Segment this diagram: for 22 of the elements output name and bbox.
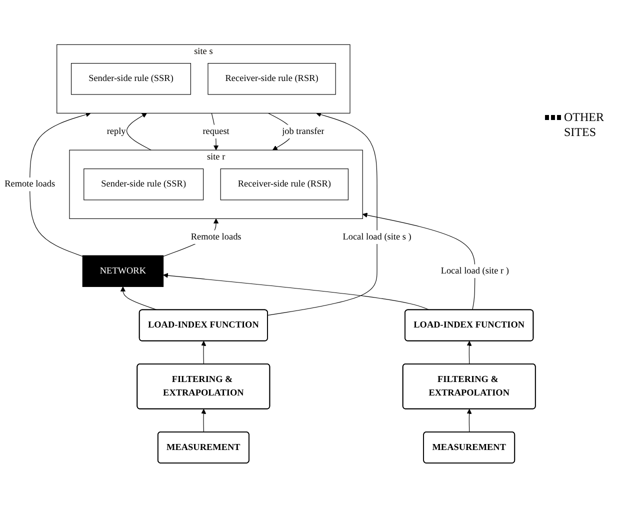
arrow: [201, 341, 206, 365]
edge-label: Remote loads: [190, 232, 242, 242]
edge-label: job transfer: [282, 126, 324, 136]
edge-label: Local load (site s ): [342, 232, 412, 242]
note-text: OTHER SITES: [564, 110, 605, 140]
arrow: [126, 113, 152, 151]
arrow: [466, 409, 472, 433]
arrow: [120, 286, 158, 310]
arrow: [163, 273, 430, 310]
node-box: Receiver-side rule (RSR): [208, 63, 336, 95]
edge-label: Local load (site r ): [440, 266, 509, 276]
arrow: [201, 409, 206, 433]
arrow: [466, 341, 472, 365]
node-box: NETWORK: [82, 255, 164, 288]
edge-label: request: [202, 126, 230, 136]
arrow: [30, 112, 91, 257]
node-box: Receiver-side rule (RSR): [220, 168, 348, 200]
arrow: [362, 212, 476, 310]
edge-label: Remote loads: [4, 179, 56, 190]
node-box: Sender-side rule (SSR): [70, 63, 191, 95]
edge-label: reply: [106, 126, 126, 136]
node-box: Sender-side rule (SSR): [84, 168, 204, 200]
